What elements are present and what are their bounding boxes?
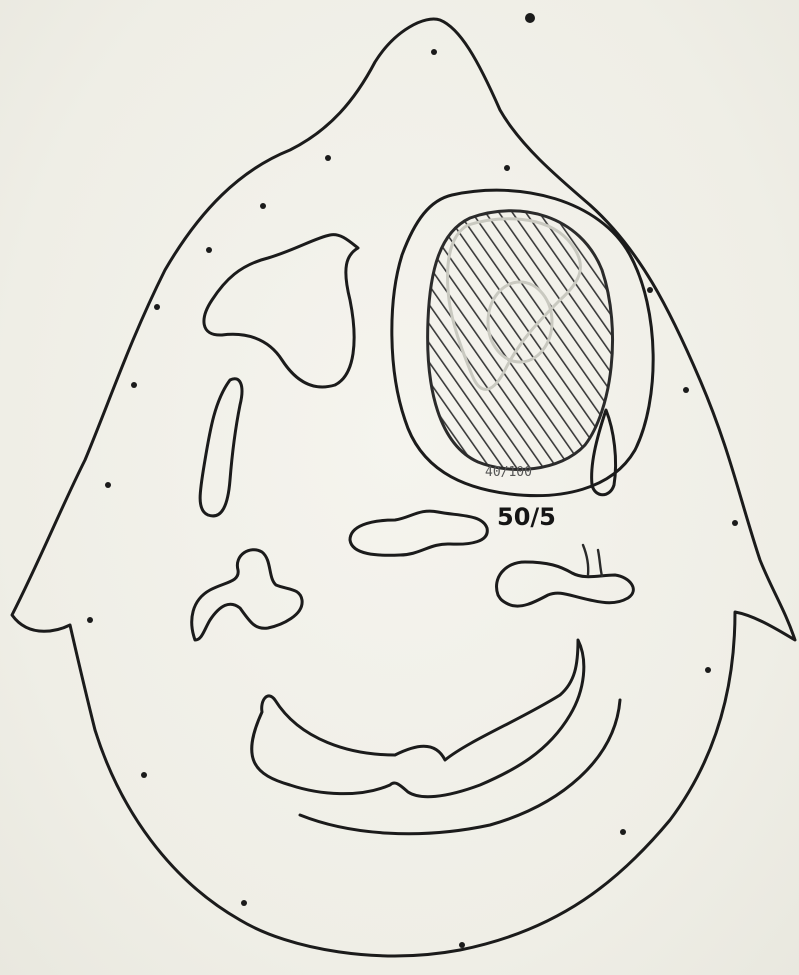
marker-dot [260,203,266,209]
left-vertical-structure [200,379,242,516]
hatched-target [428,211,613,470]
marker-dot [459,942,465,948]
marker-dot [683,387,689,393]
lower-right-structure [497,562,634,606]
head-outline [12,19,795,956]
marker-dot [325,155,331,161]
skin-markers [87,49,738,948]
right-small-structure [583,545,602,576]
left-cavity [204,235,358,387]
lower-left-structure [192,550,302,640]
marker-dot [620,829,626,835]
inner-dose-label: 40/100 [485,465,532,480]
registration-dot [525,13,535,23]
central-structure [350,511,487,555]
marker-dot [431,49,437,55]
marker-dot [105,482,111,488]
marker-dot [705,667,711,673]
mandible-outer [300,700,620,834]
marker-dot [131,382,137,388]
marker-dot [87,617,93,623]
marker-dot [241,900,247,906]
marker-dot [504,165,510,171]
dose-label: 50/5 [497,503,556,531]
marker-dot [647,287,653,293]
marker-dot [206,247,212,253]
marker-dot [154,304,160,310]
marker-dot [732,520,738,526]
mandible [252,640,584,797]
marker-dot [141,772,147,778]
